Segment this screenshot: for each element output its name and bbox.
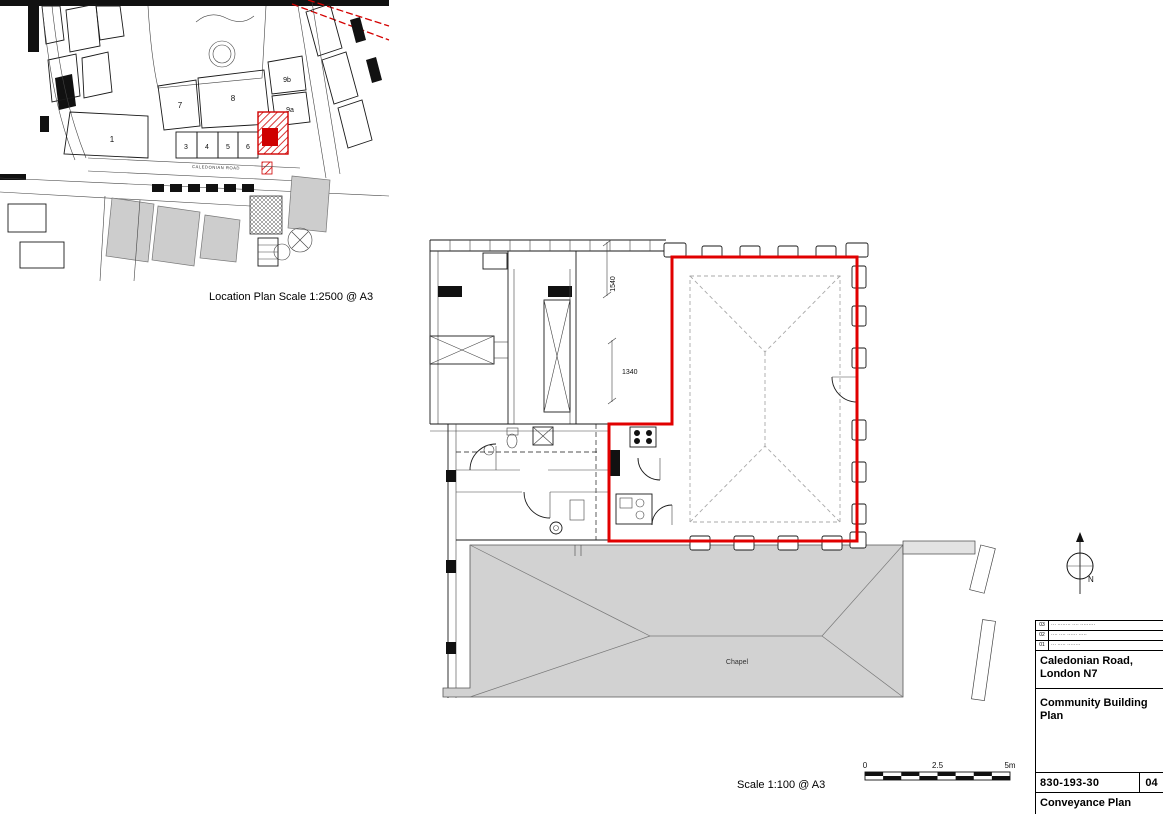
toilet bbox=[506, 433, 518, 449]
door-arc bbox=[637, 457, 661, 481]
revision-number: 04 bbox=[1139, 773, 1163, 792]
revision-row-note: ··· ····· ········ bbox=[1051, 642, 1081, 648]
scale-bar-graphic bbox=[864, 771, 1011, 781]
chapel-label: Chapel bbox=[726, 659, 749, 666]
chapel-roof bbox=[442, 544, 904, 698]
roof-outline-dashed bbox=[689, 275, 841, 523]
road-label: CALEDONIAN ROAD bbox=[192, 164, 240, 171]
project-name-line2: London N7 bbox=[1040, 668, 1098, 681]
dimension-1540: 1540 bbox=[610, 276, 617, 292]
revision-row: 02 ···· ···· ······ ····· bbox=[1036, 631, 1163, 641]
drawing-title: Community Building Plan bbox=[1036, 689, 1163, 772]
sink bbox=[532, 426, 554, 446]
location-plan-caption: Location Plan Scale 1:2500 @ A3 bbox=[209, 291, 373, 303]
drawing-number: 830-193-30 bbox=[1040, 777, 1100, 789]
drawing-number-row: 830-193-30 04 bbox=[1036, 772, 1163, 792]
scale-tick-mid: 2.5 bbox=[932, 761, 944, 770]
revision-table: 03 ··· ········ ···· ········· 02 ···· ·… bbox=[1036, 621, 1163, 651]
scale-bar: Scale 1:100 @ A3 0 2.5 5m bbox=[737, 761, 1016, 791]
plot-label-8: 8 bbox=[231, 94, 236, 103]
basin bbox=[483, 444, 495, 456]
plot-label-1: 1 bbox=[110, 135, 115, 144]
existing-building: 1540 1340 bbox=[429, 239, 666, 424]
scale-tick-end: 5m bbox=[1004, 761, 1015, 770]
north-label: N bbox=[1088, 575, 1094, 584]
revision-row-number: 02 bbox=[1036, 631, 1049, 640]
revision-row-number: 03 bbox=[1036, 621, 1049, 630]
boundary-dashed-line bbox=[291, 3, 390, 41]
location-plan: 1 3 4 5 6 7 8 9b 9a CALEDONIAN ROAD bbox=[0, 0, 390, 303]
hob bbox=[629, 426, 657, 448]
plot-label-5: 5 bbox=[226, 144, 230, 151]
title-block: 03 ··· ········ ···· ········· 02 ···· ·… bbox=[1035, 620, 1163, 814]
door-arc bbox=[469, 443, 497, 471]
column bbox=[549, 521, 563, 535]
community-building bbox=[607, 242, 869, 551]
sheet-name: Conveyance Plan bbox=[1036, 792, 1163, 814]
counter bbox=[615, 493, 653, 525]
door-arc bbox=[523, 491, 551, 519]
project-name-line1: Caledonian Road, bbox=[1040, 655, 1133, 667]
site-features bbox=[902, 540, 996, 701]
chapel-building: Chapel bbox=[442, 544, 904, 698]
project-name: Caledonian Road, London N7 bbox=[1036, 651, 1163, 689]
beam-tag bbox=[548, 286, 572, 297]
drawing-title-line1: Community Building bbox=[1040, 697, 1148, 709]
site-marker bbox=[257, 111, 289, 175]
door-arc bbox=[831, 376, 858, 403]
door-arc bbox=[651, 504, 673, 526]
plot-label-7: 7 bbox=[178, 101, 183, 110]
plot-label-9b: 9b bbox=[283, 77, 291, 84]
plot-label-3: 3 bbox=[184, 144, 188, 151]
revision-row-note: ··· ········ ···· ········· bbox=[1051, 622, 1096, 628]
conveyance-boundary bbox=[607, 255, 859, 543]
plot-label-4: 4 bbox=[205, 144, 209, 151]
beam-tag bbox=[438, 286, 462, 297]
ancillary-rooms bbox=[430, 423, 672, 698]
revision-row-note: ···· ···· ······ ····· bbox=[1051, 632, 1087, 638]
scale-caption: Scale 1:100 @ A3 bbox=[737, 779, 825, 791]
dimension-1340: 1340 bbox=[622, 369, 638, 376]
drawing-title-line2: Plan bbox=[1040, 710, 1064, 723]
north-arrow: N bbox=[1066, 532, 1094, 594]
stair bbox=[543, 299, 571, 413]
revision-row: 01 ··· ····· ········ bbox=[1036, 641, 1163, 651]
revision-row-number: 01 bbox=[1036, 641, 1049, 650]
revision-row: 03 ··· ········ ···· ········· bbox=[1036, 621, 1163, 631]
floor-plan: 1540 1340 bbox=[429, 239, 996, 701]
plot-label-9a: 9a bbox=[286, 107, 294, 114]
scale-tick-0: 0 bbox=[863, 761, 868, 770]
plot-label-6: 6 bbox=[246, 144, 250, 151]
